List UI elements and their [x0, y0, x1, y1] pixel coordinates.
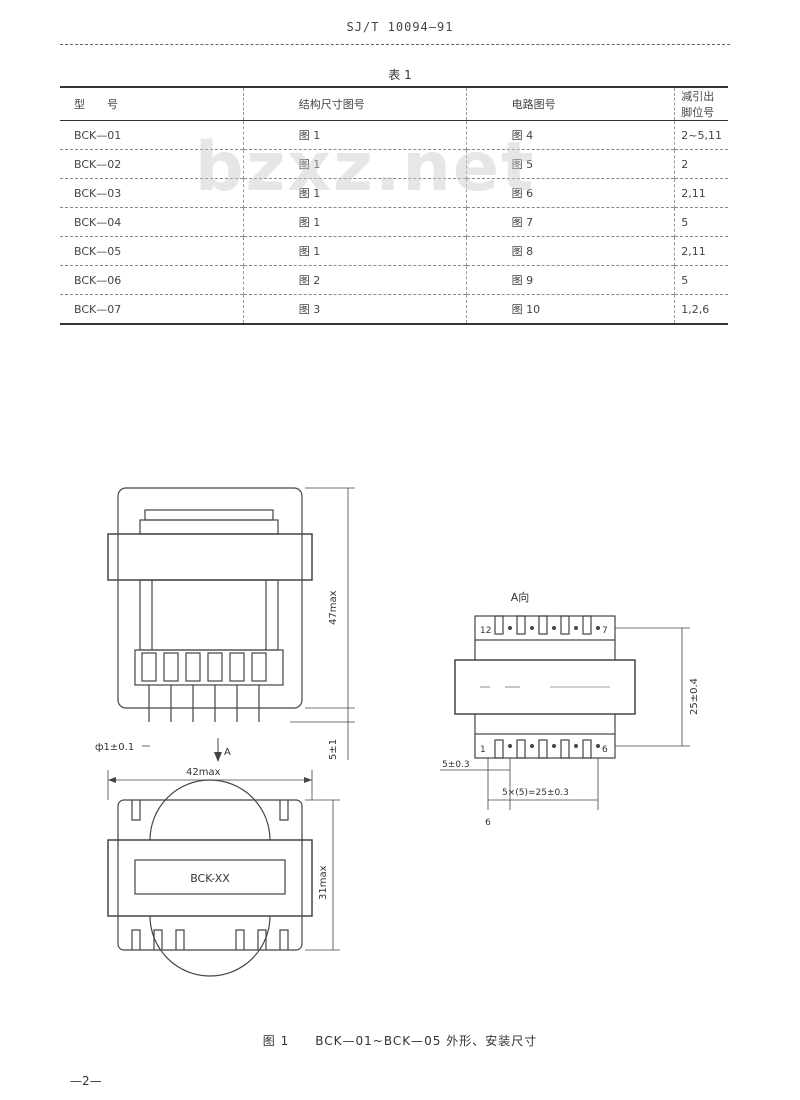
top-header-slots [494, 615, 592, 635]
cell-structure: 图 2 [242, 265, 467, 295]
table-row: BCK—07 图 3 图 10 1,2,6 [60, 294, 728, 324]
cell-model: BCK—05 [74, 244, 122, 258]
top-view: BCK-XX [107, 779, 313, 977]
table-row: BCK—03 图 1 图 6 2,11 [60, 178, 728, 208]
cell-pins: 5 [674, 265, 728, 295]
cell-pins: 2~5,11 [674, 120, 728, 150]
a-view-band [454, 659, 636, 715]
pin-length-dimension-label: 5±1 [328, 739, 339, 760]
front-core-body [139, 579, 279, 651]
height-dimension-label: 47max [328, 590, 339, 625]
cell-pins: 2,11 [674, 236, 728, 266]
figure-caption: 图 1 BCK—01~BCK—05 外形、安装尺寸 [262, 1034, 538, 1048]
front-band [107, 533, 313, 581]
bobbin-top-arc [149, 779, 271, 841]
row-spacing-dimension-label: 25±0.4 [689, 678, 700, 715]
cell-circuit: 图 5 [465, 149, 675, 179]
pitch-dimension-label: 5±0.3 [442, 760, 470, 770]
pin-number-12: 12 [480, 626, 491, 636]
table-row: BCK—01 图 1 图 4 2~5,11 [60, 120, 728, 150]
cell-circuit: 图 10 [465, 294, 675, 324]
product-marking: BCK-XX [190, 872, 230, 885]
col-header-model: 型 号 [74, 98, 118, 111]
table-row: BCK—04 图 1 图 7 5 [60, 207, 728, 237]
cell-pins: 5 [674, 207, 728, 237]
pin-diameter-label: ф1±0.1 [95, 742, 134, 753]
col-header-structure: 结构尺寸图号 [242, 87, 467, 121]
header-rule [60, 44, 730, 45]
cell-circuit: 图 7 [465, 207, 675, 237]
cell-model: BCK—04 [74, 215, 122, 229]
pitch-total-dimension-label: 5×(5)=25±0.3 [502, 788, 569, 798]
base-label: 6 [485, 818, 491, 828]
page-number: —2— [70, 1074, 102, 1088]
table-row: BCK—06 图 2 图 9 5 [60, 265, 728, 295]
cell-pins: 2,11 [674, 178, 728, 208]
pin-block [134, 649, 284, 686]
core-top-lamination [144, 509, 274, 521]
cell-model: BCK—03 [74, 186, 122, 200]
a-direction-view: A向 12 7 1 6 [440, 590, 700, 828]
front-outline [117, 487, 303, 709]
table-row: BCK—05 图 1 图 8 2,11 [60, 236, 728, 266]
top-outline [117, 799, 303, 951]
cell-model: BCK—02 [74, 157, 122, 171]
top-pin-header [474, 615, 616, 641]
front-view: 47max 5±1 ф1±0.1 A [95, 487, 355, 762]
cell-circuit: 图 4 [465, 120, 675, 150]
bottom-header-slots [494, 739, 592, 759]
cell-structure: 图 1 [242, 120, 467, 150]
cell-circuit: 图 9 [465, 265, 675, 295]
table-header-row: 型 号 结构尺寸图号 电路图号 减引出脚位号 [60, 87, 728, 121]
cell-circuit: 图 8 [465, 236, 675, 266]
top-notches [131, 800, 289, 821]
cell-pins: 1,2,6 [674, 294, 728, 324]
bobbin-bottom-arc [149, 915, 271, 977]
top-band [107, 839, 313, 917]
cell-structure: 图 1 [242, 149, 467, 179]
technical-drawing: 47max 5±1 ф1±0.1 A 42max BCK-XX [95, 487, 700, 977]
table-caption: 表 1 [388, 68, 412, 82]
core-top-yoke [139, 519, 279, 535]
cell-structure: 图 1 [242, 178, 467, 208]
cell-model: BCK—07 [74, 302, 122, 316]
pin-block-slots [141, 652, 267, 682]
cell-model: BCK—06 [74, 273, 122, 287]
cell-structure: 图 1 [242, 236, 467, 266]
spec-table: 型 号 结构尺寸图号 电路图号 减引出脚位号 BCK—01 图 1 图 4 2~… [60, 86, 728, 325]
bottom-notches [131, 929, 289, 950]
table-row: BCK—02 图 1 图 5 2 [60, 149, 728, 179]
bottom-header-dots [508, 744, 600, 748]
bottom-pin-header [474, 733, 616, 759]
top-header-dots [508, 626, 600, 630]
cell-structure: 图 1 [242, 207, 467, 237]
col-header-circuit: 电路图号 [465, 87, 675, 121]
col-header-pins: 减引出脚位号 [674, 87, 728, 121]
marking-plate [134, 859, 286, 895]
cell-model: BCK—01 [74, 128, 122, 142]
view-label: A向 [511, 590, 530, 604]
pin-number-1: 1 [480, 745, 486, 755]
pin-number-7: 7 [602, 626, 608, 636]
cell-structure: 图 3 [242, 294, 467, 324]
cell-circuit: 图 6 [465, 178, 675, 208]
depth-dimension-label: 31max [318, 865, 329, 900]
cell-pins: 2 [674, 149, 728, 179]
standard-code: SJ/T 10094—91 [346, 20, 454, 34]
width-dimension-label: 42max [186, 767, 221, 778]
arrow-label: A [224, 747, 231, 758]
pin-number-6: 6 [602, 745, 608, 755]
front-pins [148, 685, 260, 722]
